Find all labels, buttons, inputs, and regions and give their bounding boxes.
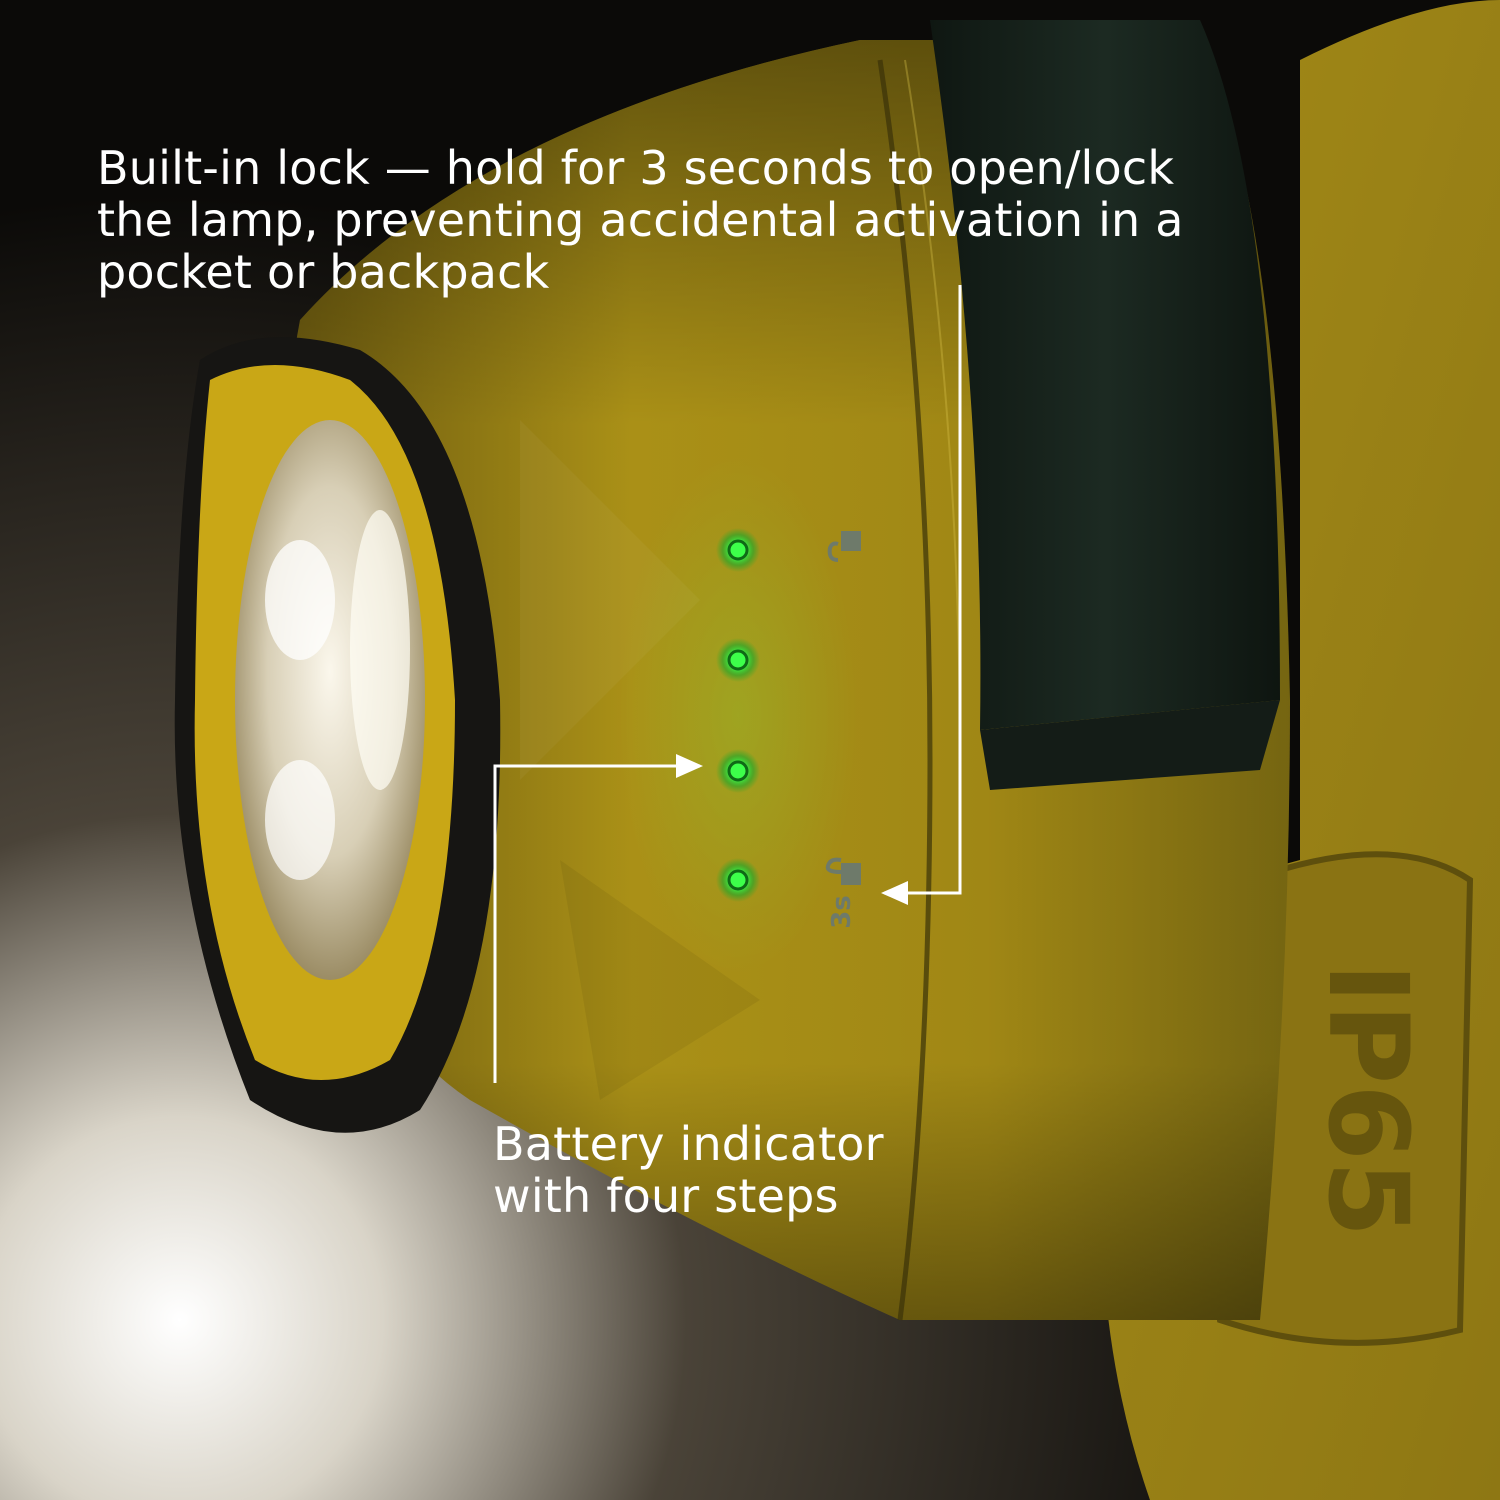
battery-led-3 bbox=[716, 749, 760, 793]
lock-icon bbox=[825, 857, 861, 885]
lock-callout-line bbox=[881, 285, 962, 905]
lock-hold-label: 3s bbox=[827, 895, 857, 929]
front-bezel bbox=[174, 337, 501, 1133]
battery-led-1 bbox=[716, 528, 760, 572]
unlock-icon bbox=[827, 531, 861, 562]
ip-rating-label: IP65 bbox=[1304, 963, 1432, 1238]
dark-band bbox=[930, 20, 1280, 790]
battery-led-4 bbox=[716, 858, 760, 902]
lock-callout-text: Built-in lock — hold for 3 seconds to op… bbox=[97, 141, 1184, 299]
battery-callout-text: Battery indicator with four steps bbox=[493, 1117, 884, 1223]
battery-callout-line bbox=[493, 754, 703, 1083]
battery-indicator bbox=[618, 455, 858, 975]
battery-led-2 bbox=[716, 638, 760, 682]
